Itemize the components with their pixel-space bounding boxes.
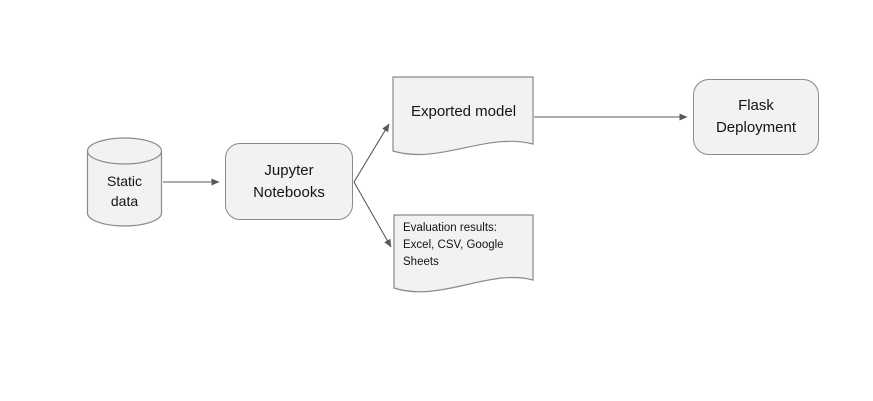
flask-deployment-label: Flask Deployment	[715, 97, 797, 136]
exported-model-document-shape	[392, 76, 534, 156]
static-data-label: Static data	[106, 173, 142, 209]
evaluation-results-document-shape	[393, 214, 534, 293]
evaluation-results-label: Evaluation results: Excel, CSV, Google S…	[403, 222, 504, 268]
static-data-cylinder-shape	[86, 137, 163, 227]
jupyter-notebooks-label: Jupyter Notebooks	[253, 161, 325, 201]
edge-jupyter-to-evaluation-results	[353, 181, 392, 248]
exported-model-label: Exported model	[410, 103, 517, 120]
edge-jupyter-to-exported-model	[353, 123, 390, 183]
flask-deployment-node: Flask Deployment	[693, 79, 819, 155]
jupyter-notebooks-node: Jupyter Notebooks	[225, 143, 353, 220]
